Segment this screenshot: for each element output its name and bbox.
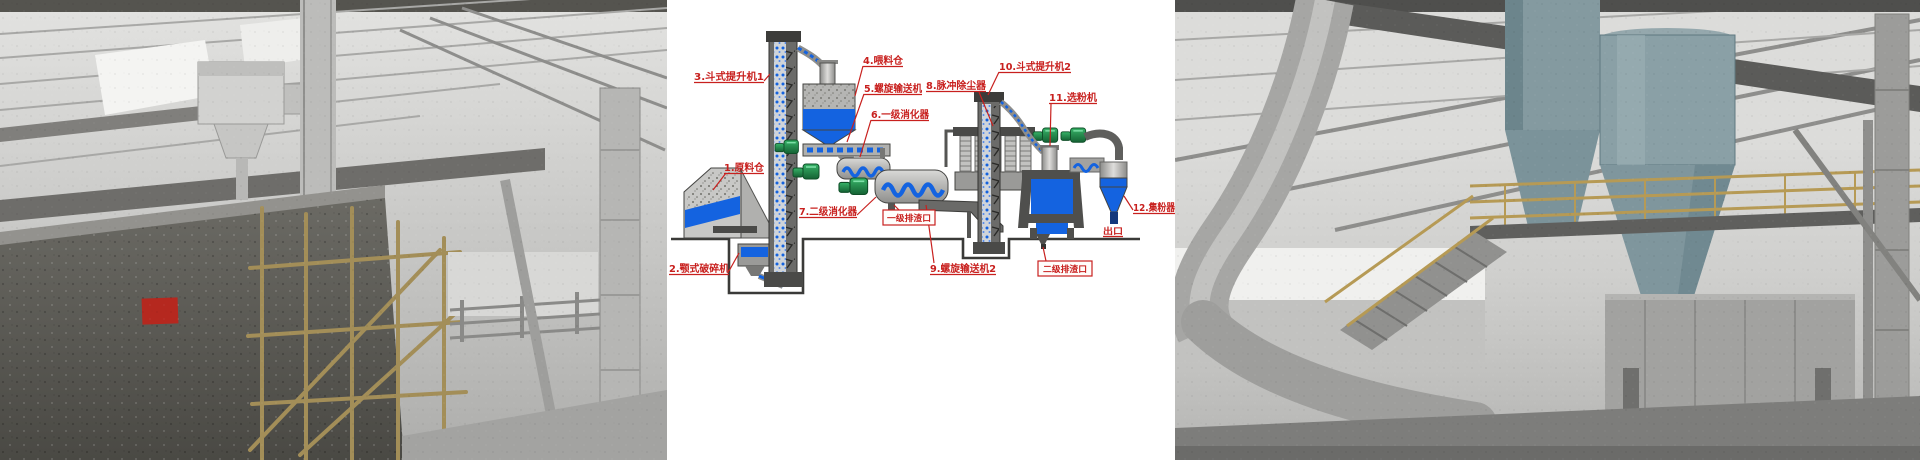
ground-line [671,237,1140,295]
label-digester-2: 7.二级消化器 [799,205,858,218]
powder-separator [1018,145,1084,249]
grain-overlay [0,0,667,460]
digester-stage-2 [838,169,949,210]
label-box-slag-outlet-1 [882,209,936,226]
grain-overlay [1175,0,1920,460]
diagram-labels: 1.原料仓 2.颚式破碎机 3.斗式提升机1 4.喂料仓 5.螺旋输送机 6.一… [669,54,1175,277]
label-powder-separator: 11.选粉机 [1049,91,1097,104]
feed-bin [801,60,857,145]
raw-material-bin [683,167,778,239]
label-feed-bin: 4.喂料仓 [863,54,904,67]
label-digester-1: 6.一级消化器 [871,108,930,121]
label-powder-collector: 12.集粉器 [1133,201,1175,214]
label-jaw-crusher: 2.颚式破碎机 [669,262,729,275]
process-diagram: 1.原料仓 2.颚式破碎机 3.斗式提升机1 4.喂料仓 5.螺旋输送机 6.一… [667,0,1175,460]
label-raw-material-bin: 1.原料仓 [724,161,765,174]
label-screw-conveyor-2: 9.螺旋输送机2 [930,262,996,275]
label-slag-outlet-2: 二级排渣口 [1043,264,1087,275]
label-slag-outlet-1: 一级排渣口 [887,213,931,224]
bucket-elevator-1 [764,31,826,287]
label-outlet: 出口 [1103,226,1123,237]
label-box-slag-outlet-2 [1037,260,1093,277]
label-screw-conveyor-1: 5.螺旋输送机 [864,82,922,95]
separator-to-collector-duct [1060,127,1123,173]
bucket-elevator-2 [973,92,1046,254]
digester-stage-1 [792,148,891,180]
label-bucket-elevator-1: 3.斗式提升机1 [694,70,764,83]
right-photo [1175,0,1920,460]
label-bucket-elevator-2: 10.斗式提升机2 [999,60,1071,73]
powder-collector-cyclone [1099,161,1128,224]
left-photo [0,0,667,460]
label-pulse-dust-collector: 8.脉冲除尘器 [926,79,987,92]
